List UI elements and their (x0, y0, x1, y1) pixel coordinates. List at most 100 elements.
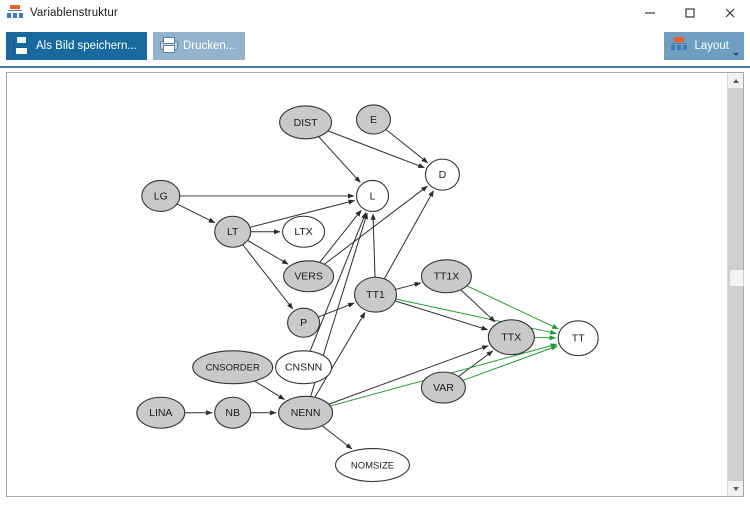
close-button[interactable] (710, 0, 750, 26)
close-icon (725, 8, 735, 18)
minimize-button[interactable] (630, 0, 670, 26)
graph-edge (321, 425, 353, 450)
graph-node[interactable]: NOMSIZE (335, 448, 411, 483)
node-label: E (370, 115, 377, 126)
graph-edge (328, 345, 489, 405)
chevron-down-icon[interactable] (733, 53, 739, 56)
graph-node[interactable]: VAR (420, 371, 466, 404)
layout-button[interactable]: Layout (664, 32, 744, 60)
node-label: LT (227, 227, 239, 238)
graph-edge (324, 185, 428, 265)
node-ellipse (275, 350, 333, 385)
print-button[interactable]: Drucken... (153, 32, 246, 60)
graph-node[interactable]: DIST (279, 105, 333, 140)
node-label: NENN (291, 408, 321, 419)
graph-edge (242, 244, 294, 310)
graph-node[interactable]: D (424, 158, 460, 191)
node-ellipse (424, 158, 460, 191)
node-ellipse (278, 395, 334, 430)
graph-node[interactable]: LINA (136, 396, 186, 429)
graph-edge (462, 345, 558, 381)
graph-edge (370, 213, 376, 278)
node-label: LINA (149, 408, 172, 419)
node-ellipse (420, 371, 466, 404)
toolbar: Als Bild speichern... Drucken... Layout (0, 26, 750, 68)
graph-edge (176, 203, 216, 224)
chevron-up-icon (732, 78, 739, 83)
node-label: CNSNN (285, 363, 322, 374)
node-ellipse (355, 179, 390, 212)
node-label: TT1 (366, 290, 385, 301)
node-label: TT (572, 334, 586, 345)
graph-node[interactable]: LG (141, 179, 181, 212)
graph-node[interactable]: CNSNN (275, 350, 333, 385)
variable-structure-graph[interactable]: DIST E D LG L LT LTX VERS TT1 TT1X P TTX TT CNSORDER C… (7, 73, 743, 496)
graph-edge (385, 129, 429, 164)
graph-node[interactable]: P (287, 307, 321, 338)
scroll-up-button[interactable] (728, 73, 743, 88)
node-label: VERS (294, 272, 323, 283)
node-ellipse (214, 396, 252, 429)
node-ellipse (282, 215, 326, 248)
window-title: Variablenstruktur (30, 7, 118, 19)
node-label: LTX (294, 227, 313, 238)
node-label: TTX (501, 333, 521, 344)
graph-edge (460, 289, 496, 323)
vertical-scrollbar[interactable] (727, 73, 744, 496)
node-ellipse (192, 350, 274, 385)
graph-canvas[interactable]: DIST E D LG L LT LTX VERS TT1 TT1X P TTX TT CNSORDER C… (6, 72, 744, 497)
node-ellipse (420, 259, 472, 294)
minimize-icon (645, 12, 655, 14)
printer-icon (159, 37, 178, 55)
graph-edge (249, 199, 356, 228)
maximize-button[interactable] (670, 0, 710, 26)
graph-edge (395, 282, 422, 290)
node-ellipse (557, 320, 599, 357)
graph-node[interactable]: TT (557, 320, 599, 357)
graph-edge (319, 209, 362, 263)
node-ellipse (355, 104, 392, 135)
graph-node[interactable]: NENN (278, 395, 334, 430)
node-label: NOMSIZE (351, 461, 394, 471)
node-ellipse (279, 105, 333, 140)
graph-edge (458, 350, 494, 377)
graph-node[interactable]: CNSORDER (192, 350, 274, 385)
graph-edge (383, 190, 434, 280)
graph-edge (394, 300, 489, 331)
scrollbar-thumb[interactable] (729, 268, 744, 287)
scroll-down-button[interactable] (728, 481, 743, 496)
graph-node[interactable]: L (355, 179, 390, 212)
node-label: CNSORDER (206, 363, 260, 373)
hierarchy-icon (7, 5, 23, 21)
graph-node[interactable]: VERS (283, 260, 335, 293)
graph-edge (254, 380, 285, 400)
graph-edge (327, 130, 425, 169)
content-area: DIST E D LG L LT LTX VERS TT1 TT1X P TTX TT CNSORDER C… (0, 68, 750, 505)
layout-label: Layout (694, 40, 729, 52)
node-label: NB (225, 408, 240, 419)
graph-node[interactable]: TT1 (353, 276, 398, 313)
scrollbar-track[interactable] (728, 88, 744, 481)
node-label: L (370, 192, 376, 203)
graph-node[interactable]: NB (214, 396, 252, 429)
hierarchy-icon (670, 37, 688, 55)
node-ellipse (335, 448, 411, 483)
floppy-disk-icon (12, 36, 30, 55)
node-ellipse (487, 319, 535, 356)
graph-edge (247, 240, 289, 265)
node-label: VAR (433, 383, 454, 394)
save-as-image-button[interactable]: Als Bild speichern... (6, 32, 147, 60)
node-ellipse (136, 396, 186, 429)
graph-node[interactable]: TT1X (420, 259, 472, 294)
node-ellipse (353, 276, 398, 313)
graph-edge (466, 285, 559, 330)
node-label: D (439, 170, 447, 181)
graph-edge (309, 212, 367, 352)
graph-edge (314, 312, 366, 398)
graph-node[interactable]: TTX (487, 319, 535, 356)
graph-node[interactable]: LT (214, 215, 252, 248)
graph-node[interactable]: LTX (282, 215, 326, 248)
graph-node[interactable]: E (355, 104, 392, 135)
node-ellipse (141, 179, 181, 212)
